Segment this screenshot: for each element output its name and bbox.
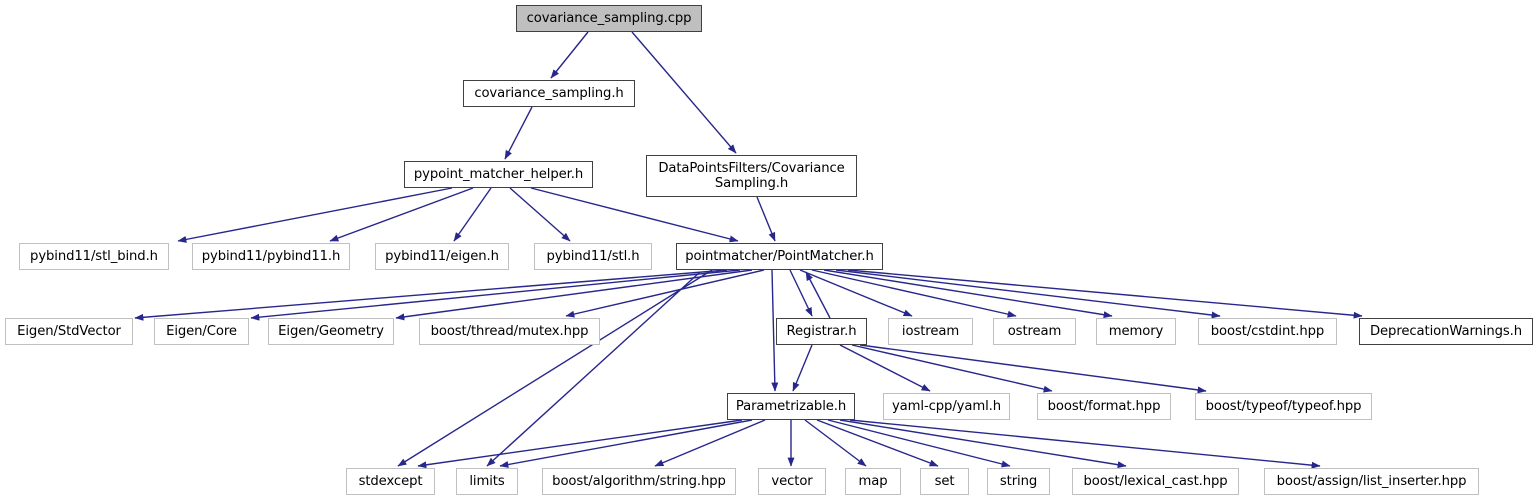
graph-edge	[805, 271, 831, 319]
graph-node-label: Eigen/Geometry	[278, 324, 384, 339]
graph-edge	[509, 187, 571, 242]
graph-node-boost-lexical-cast[interactable]: boost/lexical_cast.hpp	[1072, 468, 1239, 495]
graph-node-set[interactable]: set	[920, 468, 969, 495]
graph-node-label: boost/algorithm/string.hpp	[552, 474, 726, 489]
graph-node-pybind11-stl-bind-h[interactable]: pybind11/stl_bind.h	[19, 243, 169, 270]
graph-node-parametrizable-h[interactable]: Parametrizable.h	[727, 393, 855, 420]
graph-edge	[804, 419, 867, 467]
graph-node-label: pybind11/stl_bind.h	[30, 249, 158, 264]
graph-node-covariance-sampling-cpp[interactable]: covariance_sampling.cpp	[516, 5, 702, 32]
graph-edge	[799, 269, 913, 317]
graph-edge	[329, 187, 474, 242]
graph-node-pypoint-matcher-helper-h[interactable]: pypoint_matcher_helper.h	[404, 161, 593, 188]
graph-edge	[499, 419, 753, 468]
graph-node-memory[interactable]: memory	[1096, 318, 1176, 345]
graph-node-label: memory	[1108, 324, 1164, 339]
graph-node-boost-thread-mutex[interactable]: boost/thread/mutex.hpp	[419, 318, 600, 345]
graph-node-label: pybind11/eigen.h	[385, 249, 499, 264]
graph-node-limits[interactable]: limits	[456, 468, 518, 495]
graph-node-label: limits	[469, 474, 505, 489]
graph-edge	[859, 344, 1207, 394]
graph-edge	[177, 187, 453, 243]
graph-node-string[interactable]: string	[987, 468, 1050, 495]
graph-node-label: boost/lexical_cast.hpp	[1083, 474, 1228, 489]
graph-node-label: pybind11/stl.h	[546, 249, 640, 264]
graph-edge	[486, 271, 701, 467]
graph-node-label: DataPointsFilters/Covariance Sampling.h	[658, 161, 845, 191]
graph-edge	[849, 419, 1321, 469]
graph-edge	[851, 344, 1053, 393]
graph-edge	[835, 269, 1221, 319]
graph-edge	[550, 31, 589, 79]
graph-edge	[847, 269, 1363, 319]
graph-node-label: Eigen/Core	[166, 324, 237, 339]
graph-node-ostream[interactable]: ostream	[993, 318, 1076, 345]
graph-edge	[395, 269, 753, 321]
graph-node-boost-cstdint[interactable]: boost/cstdint.hpp	[1198, 318, 1337, 345]
graph-node-label: covariance_sampling.h	[474, 86, 624, 101]
graph-edge	[771, 269, 779, 392]
graph-edge	[134, 269, 728, 321]
graph-node-label: boost/assign/list_inserter.hpp	[1276, 474, 1467, 489]
graph-node-label: Registrar.h	[786, 324, 857, 339]
graph-edge	[789, 269, 813, 317]
graph-edge	[654, 419, 766, 467]
graph-node-eigen-stdvector[interactable]: Eigen/StdVector	[5, 318, 133, 345]
graph-node-label: stdexcept	[358, 474, 423, 489]
graph-node-label: pypoint_matcher_helper.h	[413, 167, 584, 182]
graph-node-label: boost/thread/mutex.hpp	[430, 324, 589, 339]
graph-edge	[839, 419, 1127, 469]
graph-node-label: Eigen/StdVector	[17, 324, 121, 339]
graph-edge	[756, 196, 776, 242]
graph-node-boost-format-hpp[interactable]: boost/format.hpp	[1037, 393, 1171, 420]
graph-edge	[839, 344, 931, 392]
graph-node-label: pybind11/pybind11.h	[201, 249, 341, 264]
graph-node-label: ostream	[1007, 324, 1062, 339]
graph-node-label: Parametrizable.h	[735, 399, 847, 414]
graph-edge	[823, 269, 1113, 319]
graph-node-map[interactable]: map	[845, 468, 901, 495]
graph-edge	[816, 419, 939, 467]
graph-node-label: string	[999, 474, 1038, 489]
graph-node-registrar-h[interactable]: Registrar.h	[776, 318, 867, 345]
graph-node-stdexcept[interactable]: stdexcept	[346, 468, 435, 495]
graph-node-label: set	[934, 474, 955, 489]
graph-node-deprecation-warnings-h[interactable]: DeprecationWarnings.h	[1359, 318, 1533, 345]
graph-edge	[504, 106, 533, 160]
graph-edge	[827, 419, 1011, 468]
graph-node-eigen-geometry[interactable]: Eigen/Geometry	[268, 318, 394, 345]
graph-node-dpf-covariance-sampling-h[interactable]: DataPointsFilters/Covariance Sampling.h	[646, 155, 857, 197]
graph-node-covariance-sampling-h[interactable]: covariance_sampling.h	[463, 80, 635, 107]
graph-edge	[453, 187, 492, 242]
graph-node-vector[interactable]: vector	[758, 468, 826, 495]
graph-node-boost-algorithm-string[interactable]: boost/algorithm/string.hpp	[542, 468, 736, 495]
graph-node-boost-assign-list-inserter[interactable]: boost/assign/list_inserter.hpp	[1264, 468, 1479, 495]
graph-node-pybind11-stl-h[interactable]: pybind11/stl.h	[534, 243, 652, 270]
graph-node-label: covariance_sampling.cpp	[526, 11, 692, 26]
graph-node-label: boost/format.hpp	[1047, 399, 1161, 414]
graph-node-label: map	[858, 474, 888, 489]
graph-edge	[631, 31, 737, 154]
graph-node-pybind11-eigen-h[interactable]: pybind11/eigen.h	[375, 243, 509, 270]
graph-node-iostream[interactable]: iostream	[888, 318, 973, 345]
graph-node-label: iostream	[901, 324, 960, 339]
graph-node-eigen-core[interactable]: Eigen/Core	[154, 318, 249, 345]
graph-edge	[417, 419, 743, 469]
graph-node-label: boost/cstdint.hpp	[1210, 324, 1325, 339]
graph-node-label: DeprecationWarnings.h	[1369, 324, 1522, 339]
graph-node-label: yaml-cpp/yaml.h	[891, 399, 1002, 414]
graph-edge	[565, 269, 765, 318]
graph-edge	[792, 344, 813, 392]
graph-node-pointmatcher-h[interactable]: pointmatcher/PointMatcher.h	[676, 243, 883, 270]
graph-node-label: vector	[771, 474, 813, 489]
graph-edge	[250, 269, 741, 321]
graph-node-label: pointmatcher/PointMatcher.h	[685, 249, 874, 264]
graph-node-boost-typeof-hpp[interactable]: boost/typeof/typeof.hpp	[1195, 393, 1372, 420]
graph-edge	[811, 269, 1017, 318]
graph-node-label: boost/typeof/typeof.hpp	[1205, 399, 1362, 414]
graph-edge	[397, 269, 713, 467]
graph-node-pybind11-pybind11-h[interactable]: pybind11/pybind11.h	[192, 243, 350, 270]
graph-node-yaml-cpp-yaml-h[interactable]: yaml-cpp/yaml.h	[883, 393, 1010, 420]
